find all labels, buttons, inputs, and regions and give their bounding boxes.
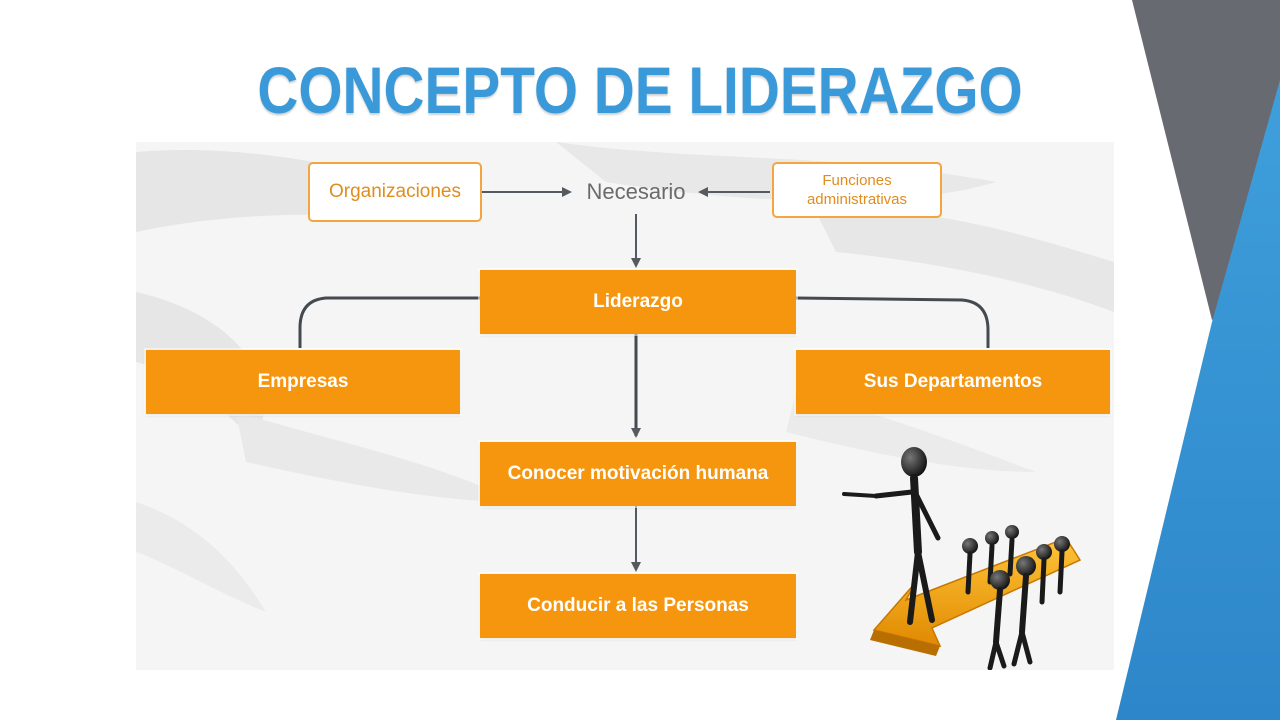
box-conducir-a-las-personas: Conducir a las Personas [480, 574, 796, 638]
leader-group-illustration [842, 447, 1082, 670]
box-liderazgo: Liderazgo [480, 270, 796, 334]
box-organizaciones: Organizaciones [308, 162, 482, 222]
box-funciones-administrativas: Funciones administrativas [772, 162, 942, 218]
connector-lines [298, 187, 990, 572]
label-necesario: Necesario [586, 179, 686, 204]
box-sus-departamentos: Sus Departamentos [796, 350, 1110, 414]
diagram-panel: Organizaciones Necesario Funciones admin… [136, 142, 1114, 670]
curve-liderazgo-to-departamentos [795, 296, 990, 348]
slide-title: CONCEPTO DE LIDERAZGO [257, 53, 1023, 127]
box-conocer-motivacion-humana: Conocer motivación humana [480, 442, 796, 506]
curve-liderazgo-to-empresas [298, 296, 480, 348]
leader-figure [842, 447, 941, 625]
blue-edge-shape [1116, 80, 1280, 720]
followers-group [962, 525, 1070, 670]
box-empresas: Empresas [146, 350, 460, 414]
